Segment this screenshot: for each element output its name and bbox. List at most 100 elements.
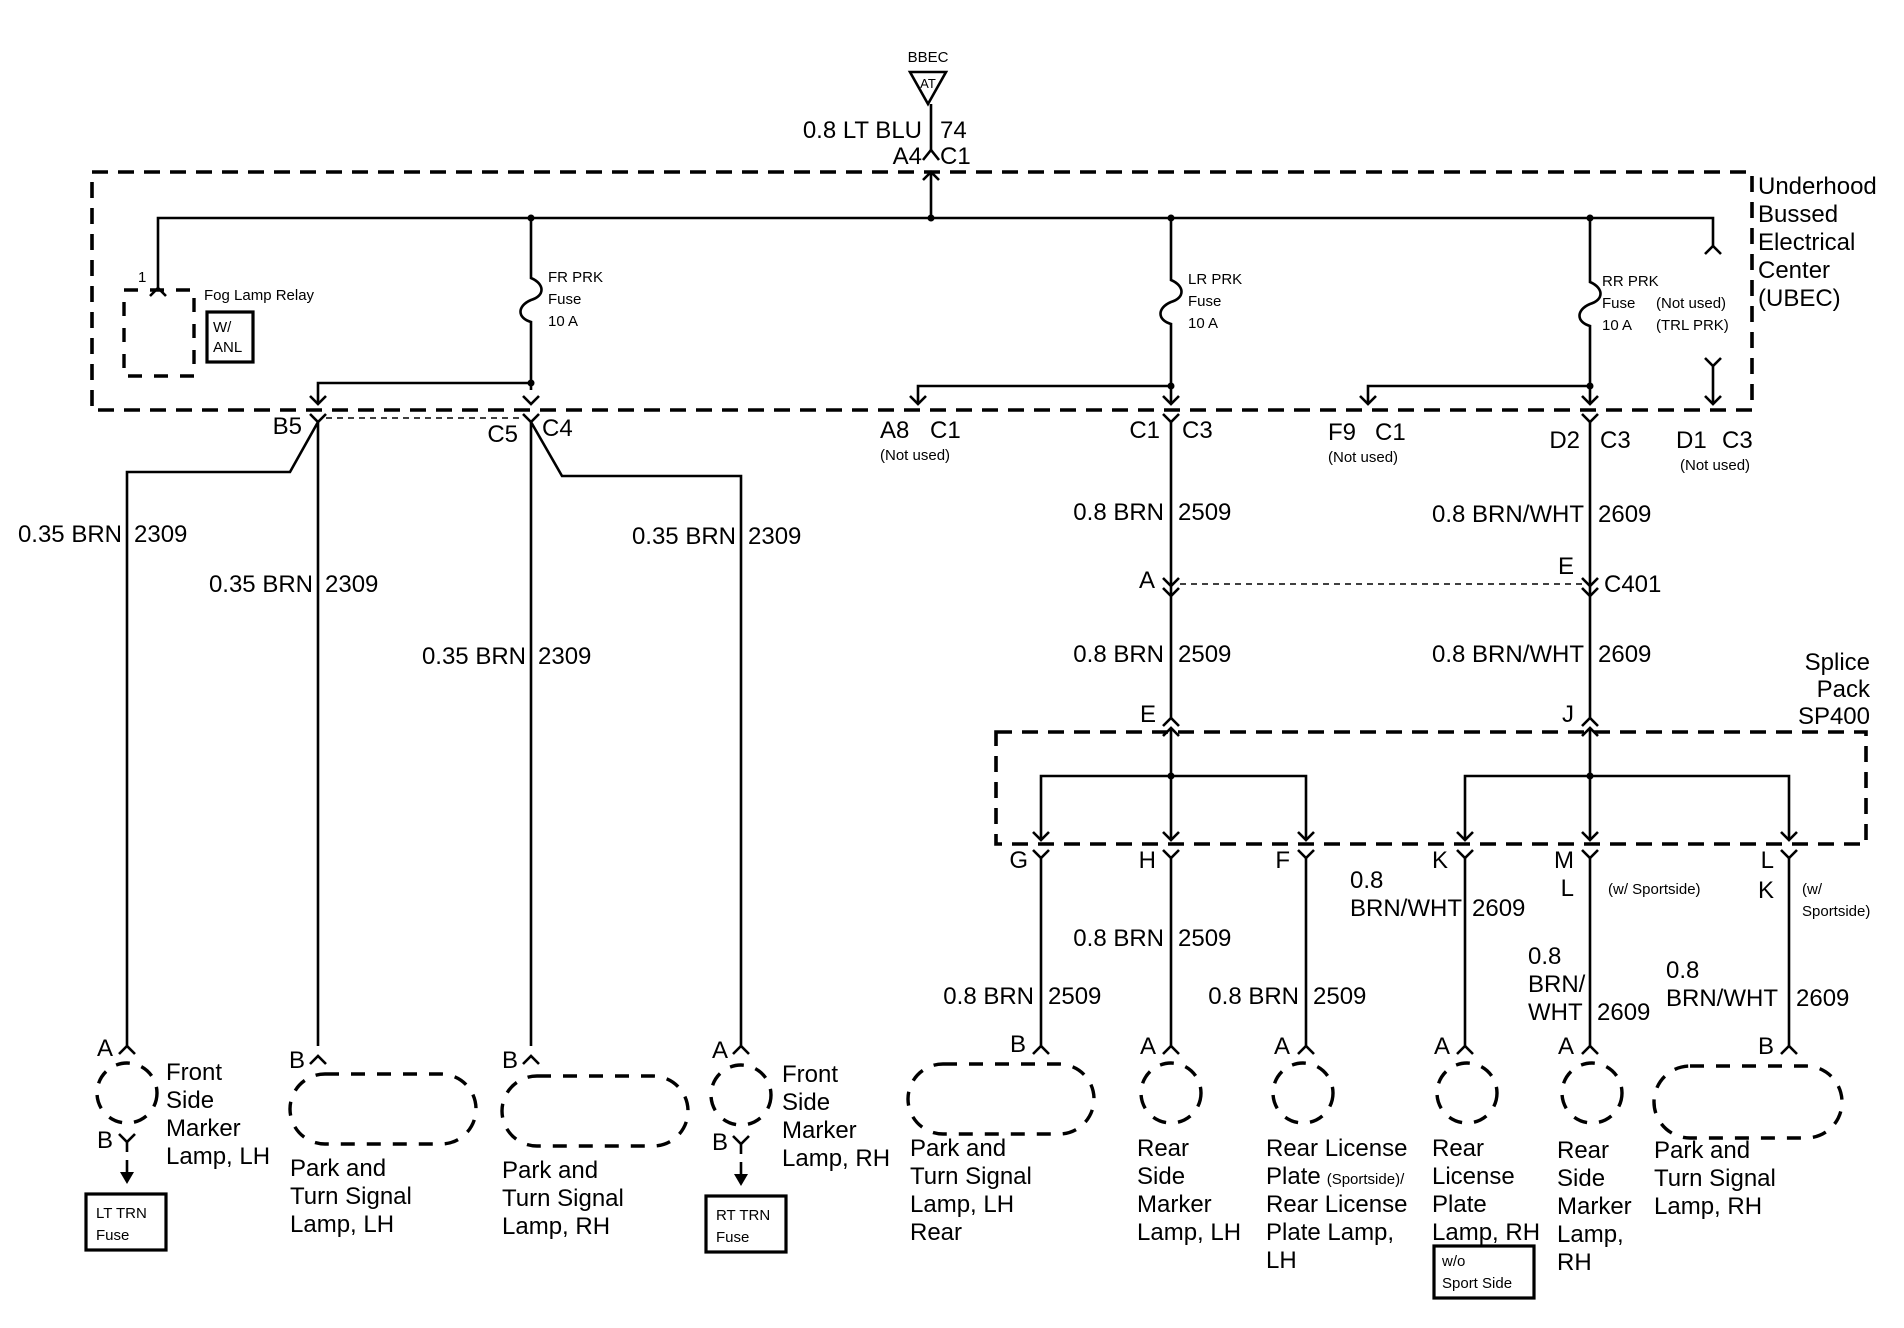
splice-title-line: SP400 (1798, 703, 1870, 730)
fog-relay-label: Fog Lamp Relay (204, 287, 315, 304)
connector-icon (522, 413, 540, 424)
splice-pin-g: G (1009, 847, 1028, 874)
connector-icon (1162, 413, 1180, 424)
conn-d2: D2 (1549, 427, 1580, 454)
ubec-title-line: (UBEC) (1758, 285, 1841, 312)
feed-conn-right: C1 (940, 143, 971, 170)
lamp-pin: A (1558, 1033, 1574, 1060)
fuse-fr-prk: FR PRK Fuse 10 A (519, 218, 603, 390)
ubec-title: Underhood Bussed Electrical Center (UBEC… (1758, 173, 1877, 312)
fuse-lr-prk: LR PRK Fuse 10 A (1159, 218, 1242, 404)
bbec-label: BBEC (908, 49, 949, 66)
junction (527, 379, 535, 387)
rt-trn-fuse-box (704, 1194, 788, 1254)
circuit-label: 2309 (538, 643, 591, 670)
wire-label: 0.8 BRN (1073, 641, 1164, 668)
not-used-note: (Not used) (1328, 449, 1398, 466)
lamp-park-turn-rh: B Park and Turn Signal Lamp, RH (500, 1047, 690, 1240)
lamp-label: Plate (1432, 1191, 1487, 1218)
connector-icon (522, 1054, 540, 1065)
wire-label: 0.8 (1528, 943, 1561, 970)
connector-icon (1032, 1044, 1050, 1055)
not-used-note: (Not used) (1680, 457, 1750, 474)
wire-label: 0.8 (1666, 957, 1699, 984)
circuit-label: 2509 (1178, 925, 1231, 952)
splice-bus-lh (1039, 728, 1308, 840)
lamp-pin: B (97, 1127, 113, 1154)
c401-label: C401 (1604, 571, 1661, 598)
lamp-pin: A (97, 1035, 113, 1062)
connector-icon (118, 1133, 136, 1152)
lamp-label: Lamp, LH (290, 1211, 394, 1238)
fuse-ref: RT TRN (716, 1207, 770, 1224)
lamp-label: Park and (910, 1135, 1006, 1162)
lamp-body (906, 1062, 1096, 1136)
c401-pin-a: A (1139, 567, 1155, 594)
splice-pack-boundary (994, 730, 1868, 846)
front-wires-rh (529, 421, 743, 1046)
fuse-ref: Fuse (716, 1229, 749, 1246)
connector-icon (1297, 1044, 1315, 1055)
lr-branch (909, 384, 1171, 406)
fuse-icon (1159, 218, 1183, 404)
connector-icon (1581, 1044, 1599, 1055)
splice-pin-j: J (1562, 701, 1574, 728)
lamp-label: Front (166, 1059, 222, 1086)
lamp-label: RH (1557, 1249, 1592, 1276)
wire-label: 0.35 BRN (632, 523, 736, 550)
connector-icon (118, 1044, 136, 1055)
splice-pin-h: H (1139, 847, 1156, 874)
connector-icon (1581, 413, 1599, 424)
lamp-front-side-marker-rh: A B RT TRN Fuse Front Side Marker Lamp, … (704, 1037, 890, 1254)
feed-conn-left: A4 (893, 143, 922, 170)
connector-icon (1162, 1044, 1180, 1055)
feed-circuit: 74 (940, 117, 967, 144)
lamp-label: Plate Lamp, (1266, 1219, 1394, 1246)
fuse-rr-prk: RR PRK Fuse 10 A (1578, 218, 1659, 404)
fuse-ref: LT TRN (96, 1205, 147, 1222)
lamp-body (1139, 1061, 1203, 1125)
wire-label: 0.8 BRN (1073, 499, 1164, 526)
conn-a8-c1: C1 (930, 417, 961, 444)
lamp-label: Rear License (1266, 1135, 1407, 1162)
connector-icon (309, 1054, 327, 1065)
lamp-label: Lamp, RH (502, 1213, 610, 1240)
option-line: Sport Side (1442, 1275, 1512, 1292)
conn-a8: A8 (880, 417, 909, 444)
wire-label: 0.35 BRN (209, 571, 313, 598)
conn-c4: C4 (542, 415, 573, 442)
relay-connector-icon (149, 286, 167, 297)
conn-f9-c1: C1 (1375, 419, 1406, 446)
fuse-label: 10 A (1602, 317, 1632, 334)
lamp-label: Lamp, LH (910, 1191, 1014, 1218)
fr-branch (309, 381, 531, 406)
sportside-note: (w/ Sportside) (1608, 881, 1701, 898)
circuit-label: 2309 (325, 571, 378, 598)
wire-label: 0.35 BRN (18, 521, 122, 548)
wire-label: 0.8 BRN (1208, 983, 1299, 1010)
fuse-ref: Fuse (96, 1227, 129, 1244)
arrow-down-icon (734, 1174, 748, 1186)
lamp-label: Park and (502, 1157, 598, 1184)
rr-branch (1359, 384, 1590, 406)
fuse-label: LR PRK (1188, 271, 1242, 288)
circuit-label: 2509 (1178, 641, 1231, 668)
lamp-label: License (1432, 1163, 1515, 1190)
wire-label: 0.8 BRN/WHT (1432, 501, 1584, 528)
source-triangle-icon (907, 70, 949, 107)
lamp-label: Rear (1557, 1137, 1609, 1164)
fog-relay-pin: 1 (138, 269, 146, 286)
lamp-label: Side (166, 1087, 214, 1114)
wire-label: 0.8 BRN (943, 983, 1034, 1010)
sportside-note: (w/ (1802, 881, 1823, 898)
lamp-body (1435, 1061, 1499, 1125)
fuse-label: Fuse (1602, 295, 1635, 312)
wire-label: WHT (1528, 999, 1583, 1026)
splice-title-line: Splice (1805, 649, 1870, 676)
connector-icon (1456, 1044, 1474, 1055)
lamp-pin: B (289, 1047, 305, 1074)
lamp-pin: B (1758, 1033, 1774, 1060)
lamp-pin: B (1010, 1031, 1026, 1058)
sportside-note: (Sportside)/ (1327, 1171, 1405, 1188)
ubec-bus (156, 216, 1715, 288)
